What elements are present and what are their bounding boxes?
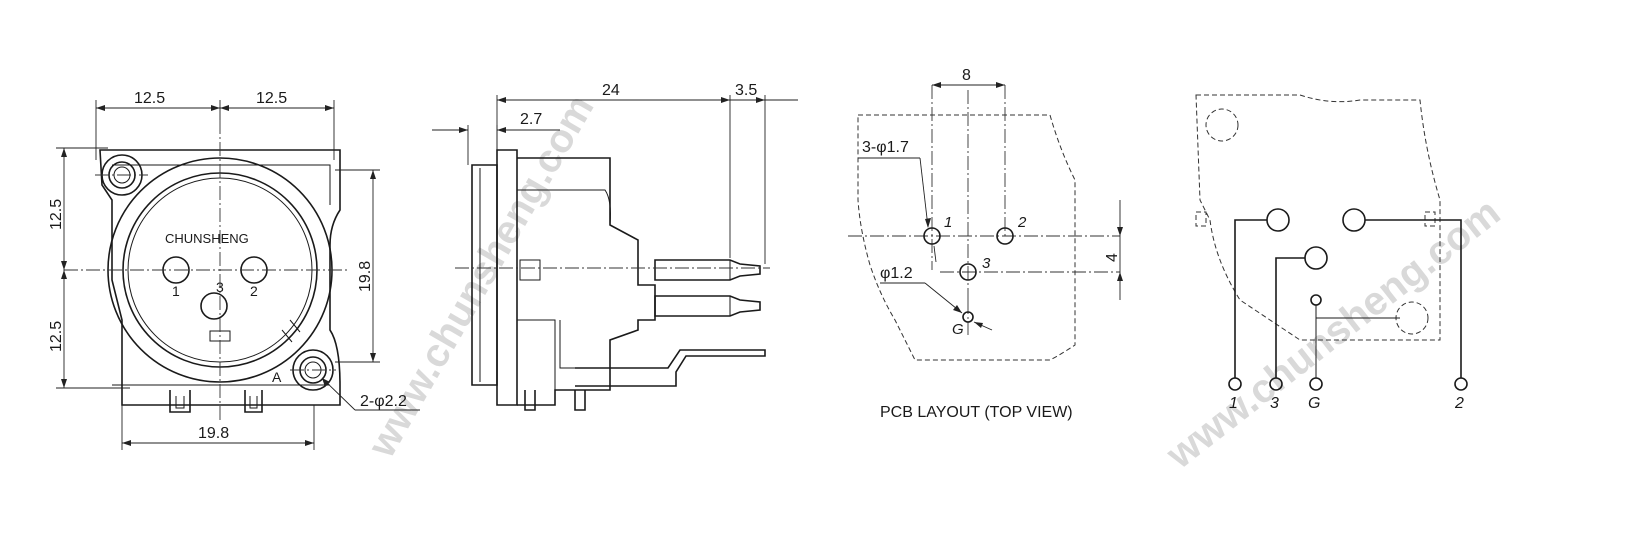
pcb-pin-g: G [952,321,964,338]
dim-left-top: 12.5 [48,199,65,230]
pcb-dim-pin-holes: 3-φ1.7 [862,139,909,156]
pin-label-2: 2 [250,283,258,299]
pcb-caption: PCB LAYOUT (TOP VIEW) [880,404,1073,421]
dim-top-left: 12.5 [134,90,165,107]
dim-mount-holes: 2-φ2.2 [360,393,407,410]
dim-left-bottom: 12.5 [48,321,65,352]
brand-label: CHUNSHENG [165,231,249,246]
wiring-pin-1: 1 [1229,395,1238,412]
dim-right-height: 19.8 [357,261,374,292]
side-view: 2.7 24 3.5 [432,82,798,411]
pcb-pin-3: 3 [982,255,991,272]
pin-label-1: 1 [172,283,180,299]
wiring-pin-2: 2 [1454,395,1464,412]
pcb-pin-1: 1 [944,214,952,231]
dim-depth: 24 [602,82,620,99]
front-view: CHUNSHENG 1 2 3 A 12.5 12.5 12.5 12.5 19… [48,90,420,450]
pcb-dim-offset: 4 [1104,253,1121,262]
dim-top-right: 12.5 [256,90,287,107]
pcb-pin-2: 2 [1017,214,1027,231]
wiring-view: 1 3 G 2 [1195,94,1468,412]
dim-pin-extension: 3.5 [735,82,757,99]
pcb-dim-ground-hole: φ1.2 [880,265,913,282]
watermark-right: www.chunsheng.com [1158,190,1509,478]
pin-label-3: 3 [216,279,224,295]
wiring-pin-3: 3 [1270,395,1279,412]
dim-flange: 2.7 [520,111,542,128]
dim-bottom-width: 19.8 [198,425,229,442]
pcb-dim-spacing: 8 [962,67,971,84]
latch-mark: A [272,369,282,385]
wiring-pin-g: G [1308,395,1320,412]
pcb-layout: 1 2 3 G 8 3-φ1.7 φ1.2 4 PCB LAYOUT (TOP … [848,67,1123,421]
